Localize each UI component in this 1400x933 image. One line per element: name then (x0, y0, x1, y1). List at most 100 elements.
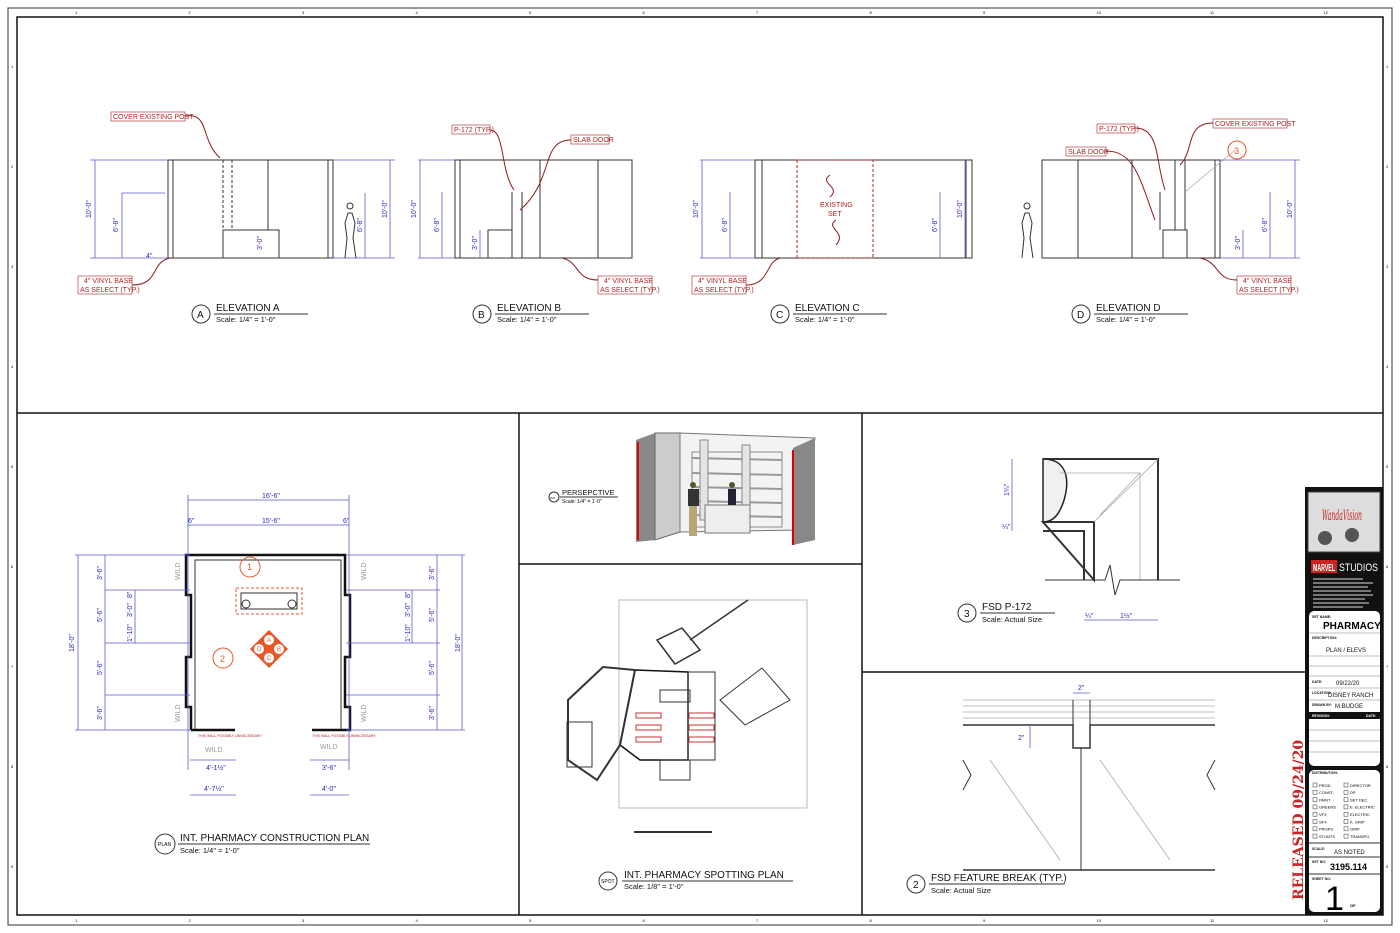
grid-row-label: 1 (11, 64, 14, 69)
elevation-d-title: D ELEVATION D Scale: 1/4" = 1'-0" (1071, 303, 1188, 324)
grid-col-label: 11 (1210, 918, 1215, 923)
view-id: 2 (913, 880, 919, 891)
spotting-plan-title: SPOT INT. PHARMACY SPOTTING PLAN Scale: … (598, 870, 793, 891)
distribution-checkbox[interactable] (1312, 797, 1318, 802)
dim-label: 3'-6" (322, 765, 336, 772)
fsd-break-title: 2 FSD FEATURE BREAK (TYP.) Scale: Actual… (906, 873, 1067, 895)
field-label: DISTRIBUTION: (1312, 771, 1338, 775)
callout: AS SELECT (TYP.) (1239, 287, 1299, 294)
dim-label: 4'-0" (322, 786, 336, 793)
distribution-checkbox[interactable] (1312, 790, 1318, 795)
view-badge: PLAN (158, 842, 171, 848)
wall-note: THIS WALL POSSIBLY UNNECESSARY (198, 734, 262, 738)
field-label: REVISION: (1312, 714, 1330, 718)
grid-col-label: 9 (983, 10, 986, 15)
grid-row-label: 3 (11, 264, 14, 269)
dim-label: 3'-6" (429, 566, 436, 580)
dim-label: 3'-6" (97, 566, 104, 580)
dim-label: 5'-6" (429, 661, 436, 675)
distribution-checkbox[interactable] (1312, 833, 1318, 839)
view-id: C (776, 310, 783, 321)
dim-label: 6'-8" (434, 218, 441, 232)
dim-label: 16'-6" (262, 493, 280, 500)
view-id: A (197, 310, 204, 321)
dim-label: 10'-0" (86, 200, 93, 218)
grid-row-label: 7 (11, 664, 14, 669)
key-a: A (267, 638, 271, 644)
callout: 4" VINYL BASE (604, 278, 653, 285)
key-d: D (257, 647, 262, 653)
view-scale: Scale: 1/4" = 1'-0" (497, 315, 557, 324)
distribution-checkbox[interactable] (1343, 819, 1349, 824)
wild-label: WILD (175, 563, 182, 581)
dim-label: 3'-0" (405, 603, 412, 617)
distribution-checkbox[interactable] (1312, 826, 1318, 832)
distribution-label: PROD. (1319, 783, 1332, 788)
person-figure-icon (688, 482, 699, 536)
field-label: DATE: (1312, 680, 1322, 684)
construction-plan: 16'-6" 15'-6" 6" 6" 18'-0" 18'-0" 3'-6" … (69, 493, 465, 796)
released-stamp: RELEASED 09/24/20 (1291, 740, 1307, 900)
view-scale: Scale: 1/4" = 1'-0" (216, 315, 276, 324)
dim-label: 10'-0" (382, 200, 389, 218)
spotting-plan (566, 599, 808, 833)
grid-row-label: 3 (1386, 264, 1389, 269)
distribution-label: TRANSPO (1350, 834, 1369, 839)
distribution-checkbox[interactable] (1343, 826, 1349, 832)
fsd-p172-detail: 1¼" ¼" ¼" 1½" (1002, 458, 1180, 621)
callout: SLAB DOOR (573, 137, 614, 144)
distribution-checkbox[interactable] (1343, 811, 1349, 817)
grid-col-label: 12 (1324, 918, 1329, 923)
sheet-of-label: OF (1350, 903, 1356, 908)
human-figure-icon (1021, 212, 1034, 259)
grid-row-label: 6 (11, 564, 14, 569)
dim-label: 4" (146, 253, 153, 260)
dim-label: 6" (343, 518, 350, 525)
dim-label: 10'-0" (411, 200, 418, 218)
grid-col-label: 6 (643, 918, 646, 923)
distribution-label: ELECTRIC (1350, 812, 1370, 817)
wild-label: WILD (361, 705, 368, 723)
distribution-checkbox[interactable] (1312, 782, 1318, 788)
callout: AS SELECT (TYP.) (694, 287, 754, 294)
grid-col-label: 10 (1097, 10, 1102, 15)
grid-col-label: 3 (302, 10, 305, 15)
outer-border (7, 7, 1393, 926)
grid-row-label: 8 (1386, 764, 1389, 769)
field-label: SET NAME: (1312, 615, 1331, 619)
distribution-label: PAINT (1319, 797, 1331, 802)
dim-label: 3'-0" (127, 603, 134, 617)
dim-label: 3'-6" (429, 706, 436, 720)
distribution-checkbox[interactable] (1343, 790, 1349, 795)
distribution-checkbox[interactable] (1343, 833, 1349, 839)
view-scale: Scale: 1/8" = 1'-0" (624, 882, 684, 891)
grid-col-label: 2 (189, 10, 192, 15)
grid-row-label: 8 (11, 764, 14, 769)
grid-col-label: 2 (189, 918, 192, 923)
callout: P-172 (TYP.) (454, 127, 494, 134)
distribution-checkbox[interactable] (1343, 804, 1349, 810)
dim-label: 3'-0" (472, 236, 479, 250)
key-b: B (277, 647, 281, 653)
set-name: PHARMACY (1323, 621, 1381, 632)
dim-label: 3'-0" (1235, 236, 1242, 250)
view-title: INT. PHARMACY SPOTTING PLAN (624, 870, 784, 881)
distribution-label: SET DEC. (1350, 797, 1368, 802)
dim-label: 4'-1½" (206, 764, 226, 772)
grid-col-label: 1 (75, 918, 78, 923)
grid-row-label: 5 (1386, 464, 1389, 469)
fsd-p172-title: 3 FSD P-172 Scale: Actual Size (957, 602, 1055, 624)
distribution-checkbox[interactable] (1312, 819, 1318, 824)
dim-label: 2" (1018, 735, 1025, 742)
distribution-checkbox[interactable] (1312, 804, 1318, 810)
grid-row-label: 2 (11, 164, 14, 169)
dim-label: 3'-0" (257, 236, 264, 250)
distribution-checkbox[interactable] (1312, 811, 1318, 817)
distribution-checkbox[interactable] (1343, 782, 1349, 788)
marker-2: 2 (220, 654, 225, 664)
view-scale: Scale: Actual Size (931, 886, 991, 895)
distribution-label: CONST. (1319, 790, 1334, 795)
distribution-checkbox[interactable] (1343, 797, 1349, 802)
